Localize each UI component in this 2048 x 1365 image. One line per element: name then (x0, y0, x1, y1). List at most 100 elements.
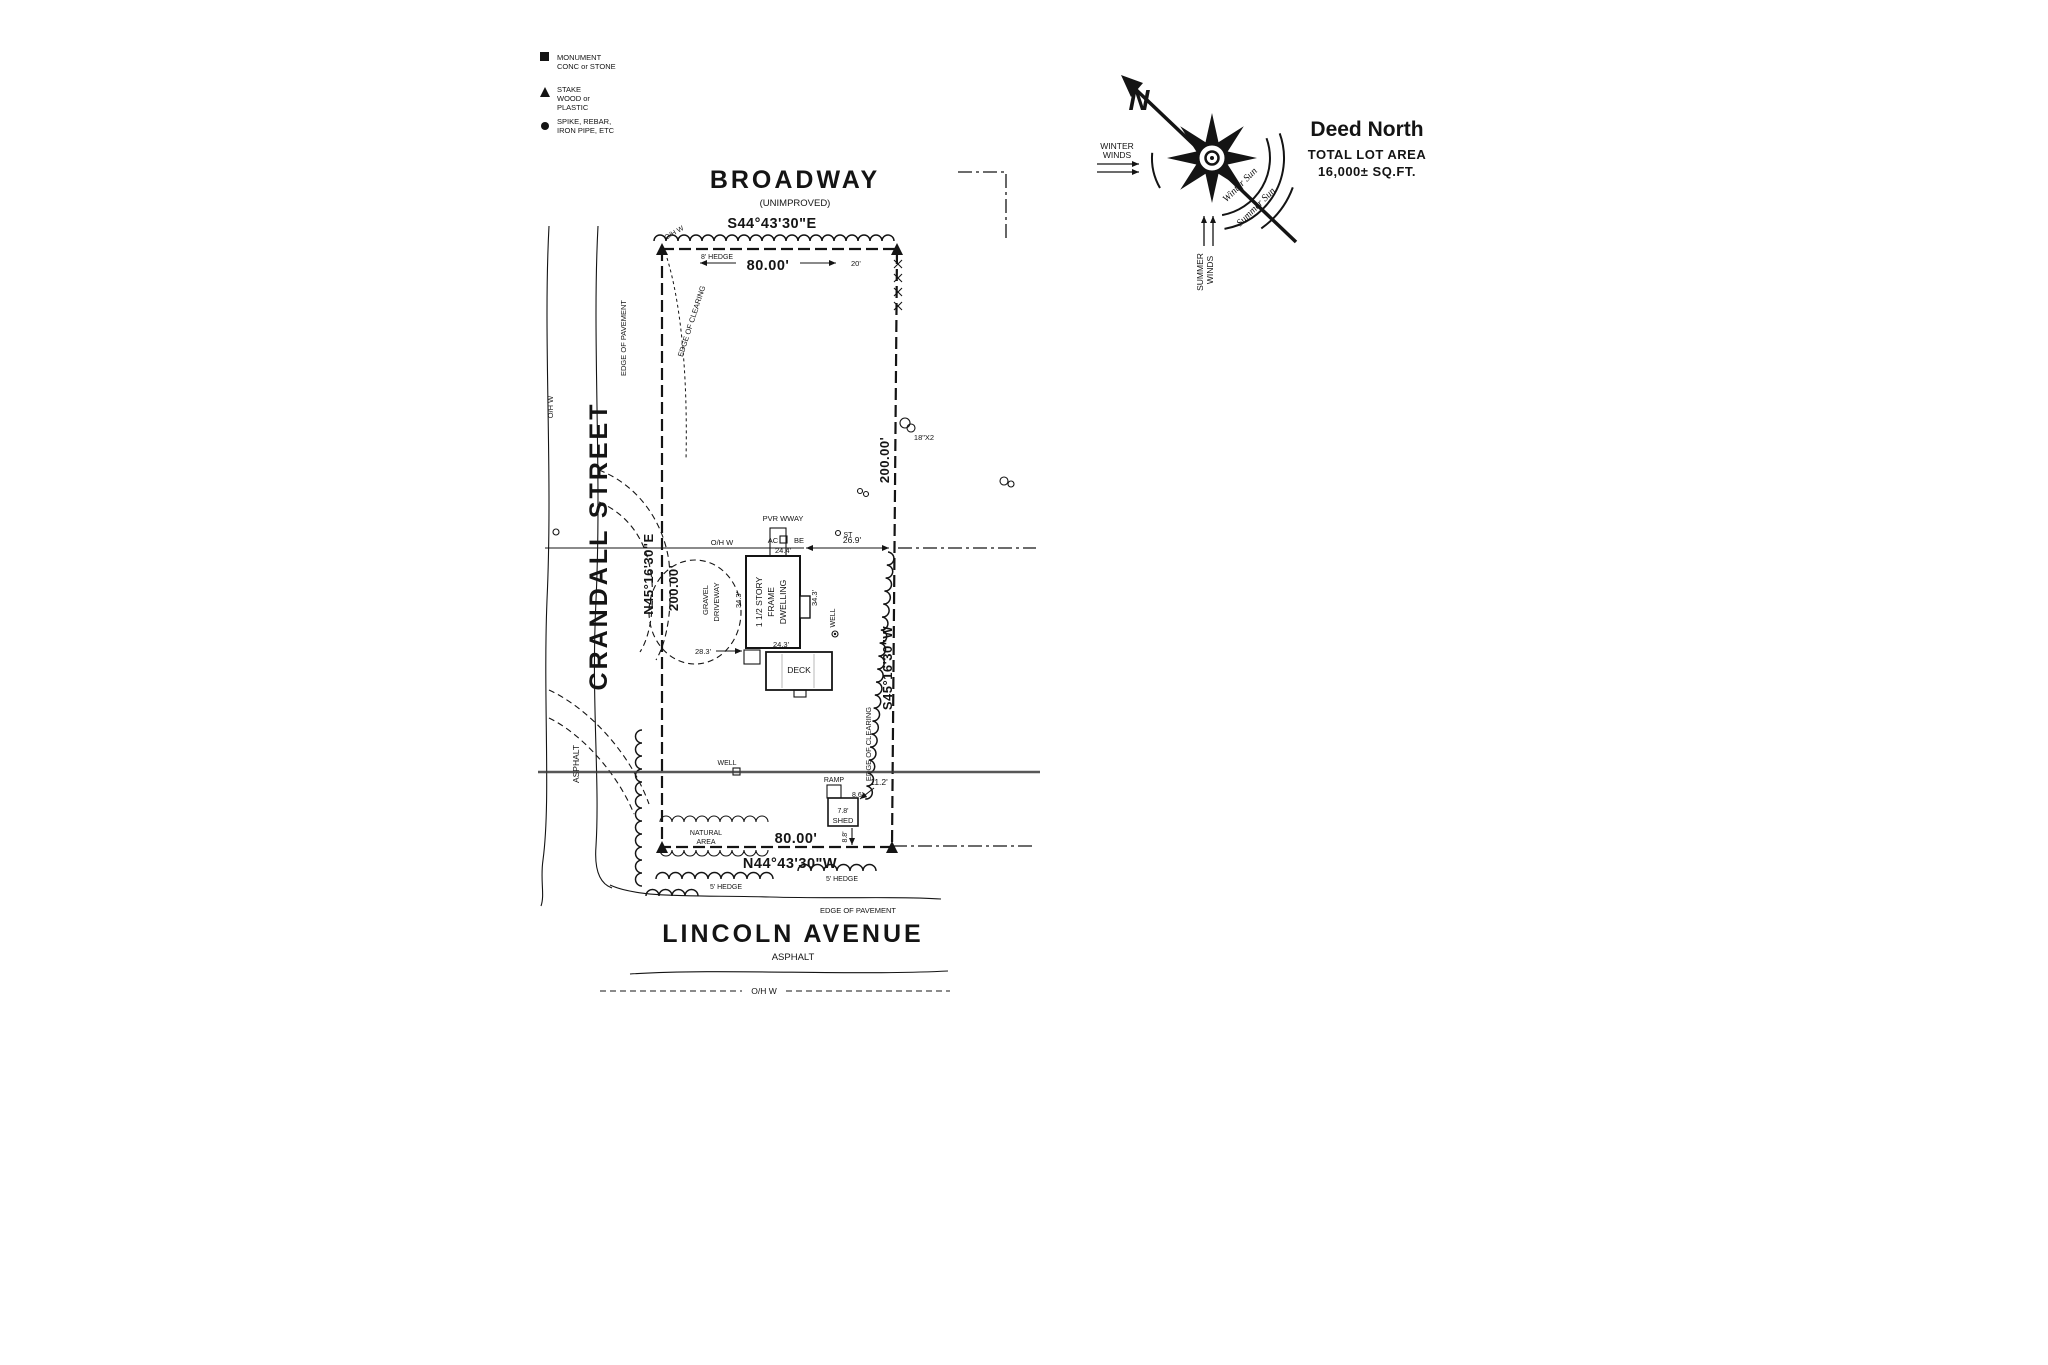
monument-symbol-icon (540, 52, 549, 61)
shed-dim1: 8.6' (852, 792, 863, 799)
sun-band-outer (1224, 133, 1285, 230)
legend-spike-label: SPIKE, REBAR, (557, 117, 611, 126)
street-crandall: CRANDALL STREET EDGE OF PAVEMENT O/H W A… (540, 225, 628, 907)
shed-ramp (826, 784, 842, 799)
crandall-surface: ASPHALT (571, 745, 581, 783)
st-symbol (834, 529, 842, 537)
st-label: ST (844, 532, 854, 539)
dim-20ft: 20' (851, 259, 861, 268)
shed-label: SHED (833, 816, 854, 825)
lincoln-edge-of-pavement: EDGE OF PAVEMENT (820, 906, 896, 915)
lincoln-south-edge (629, 970, 949, 975)
driveway: GRAVEL DRIVEWAY (548, 469, 742, 815)
dwelling-label-line1: 1 1/2 STORY (754, 577, 764, 628)
lincoln-surface: ASPHALT (772, 952, 815, 963)
utility-pole-icon (552, 528, 560, 536)
driveway-label2: DRIVEWAY (712, 582, 721, 621)
dwelling-label-line3: DWELLING (778, 580, 788, 624)
tree-label: 18"X2 (914, 433, 934, 442)
north-arrow-icon (1121, 75, 1143, 97)
ac-unit-symbol (779, 535, 788, 544)
hedge-row-north (653, 234, 895, 242)
legend-monument-label: MONUMENT (557, 53, 602, 62)
driveway-arc-sw2 (548, 717, 635, 815)
street-lincoln: EDGE OF PAVEMENT LINCOLN AVENUE ASPHALT … (600, 884, 950, 996)
hedge-row-se (797, 863, 877, 872)
tree-icon (899, 417, 911, 429)
dim-rear-offset: 28.3' (695, 647, 712, 656)
hedge-north-label: 8' HEDGE (701, 254, 733, 261)
shed: RAMP 8.6' 7.8' SHED 11.2' 8.8' (824, 777, 888, 845)
natural-area-bottom (659, 849, 769, 857)
ohw-mid-label: O/H W (711, 538, 734, 547)
summer-winds-label1: SUMMER (1195, 253, 1205, 291)
clearing-east-label: EDGE OF CLEARING (864, 707, 873, 781)
summer-winds-label2: WINDS (1205, 256, 1215, 285)
driveway-label1: GRAVEL (701, 585, 710, 615)
hedge-se-label: 5' HEDGE (826, 876, 858, 883)
house-bay (799, 595, 811, 619)
crandall-edge-of-pavement: EDGE OF PAVEMENT (619, 300, 628, 376)
compass-hub-dot (1210, 156, 1214, 160)
south-distance: 80.00' (775, 831, 818, 847)
crandall-west-edge (540, 225, 550, 907)
deck (765, 651, 833, 691)
north-letter: N (1129, 85, 1151, 117)
lincoln-north-edge (609, 884, 942, 900)
clearing-edge-east (865, 551, 895, 800)
crandall-ohw: O/H W (546, 395, 555, 418)
fence-marks (893, 259, 903, 311)
corner-stake-ne (891, 243, 903, 255)
east-distance: 200.00' (877, 437, 892, 483)
shed-dim3: 11.2' (870, 777, 888, 787)
east-bearing: S45°16'30"W (880, 626, 895, 711)
driveway-arc-sw1 (548, 689, 650, 805)
spike-symbol-icon (541, 122, 549, 130)
winter-winds-label1: WINTER (1100, 141, 1134, 151)
clearing-top-label: EDGE OF CLEARING (676, 284, 708, 357)
porch (743, 649, 761, 665)
natural-area-label2: AREA (696, 839, 715, 846)
legend-stake-sublabel1: WOOD or (557, 94, 590, 103)
winter-winds-label2: WINDS (1103, 150, 1132, 160)
broadway-name: BROADWAY (710, 166, 880, 194)
property-boundary: N45°16'30"E 200.00' 200.00' S45°16'30"W … (641, 243, 1036, 872)
walkway-label: PVR WWAY (763, 514, 804, 523)
shed-dim3-arrow (859, 787, 875, 800)
sun-band-west (1150, 152, 1161, 189)
broadway-centerline (958, 171, 1007, 240)
tree-icon (906, 423, 916, 433)
north-bearing: S44°43'30"E (727, 216, 816, 232)
deed-north-title: Deed North (1310, 118, 1423, 141)
total-lot-area-label: TOTAL LOT AREA (1308, 147, 1427, 162)
lincoln-ohw: O/H W (751, 986, 777, 996)
clearing-edge-top (666, 257, 687, 461)
legend: MONUMENT CONC or STONE STAKE WOOD or PLA… (540, 52, 616, 135)
tree-icon (999, 476, 1009, 486)
house-footprint (745, 555, 801, 649)
driveway-edge-2 (598, 501, 653, 653)
ac-label: AC (768, 536, 779, 545)
crandall-east-edge (593, 225, 613, 889)
stake-symbol-icon (540, 87, 550, 97)
shed-dim4: 8.8' (842, 831, 849, 842)
natural-area-label1: NATURAL (690, 830, 722, 837)
corner-stake-sw (656, 841, 668, 853)
well-symbol-dot (833, 632, 837, 636)
tree-icon (1007, 480, 1015, 488)
well-label: WELL (830, 608, 837, 627)
legend-spike-sublabel: IRON PIPE, ETC (557, 126, 615, 135)
hedge-sw-label: 5' HEDGE (710, 884, 742, 891)
sun-band-inner (1221, 137, 1271, 217)
ramp-label: RAMP (824, 777, 845, 784)
shrub-icon (862, 490, 870, 498)
shed-footprint (827, 797, 859, 827)
hedge-row-corner (645, 888, 699, 897)
legend-stake-sublabel2: PLASTIC (557, 103, 589, 112)
broadway-status: (UNIMPROVED) (760, 198, 831, 209)
well-south-label: WELL (717, 760, 736, 767)
lincoln-name: LINCOLN AVENUE (662, 920, 923, 948)
shed-dim2: 7.8' (837, 808, 848, 815)
